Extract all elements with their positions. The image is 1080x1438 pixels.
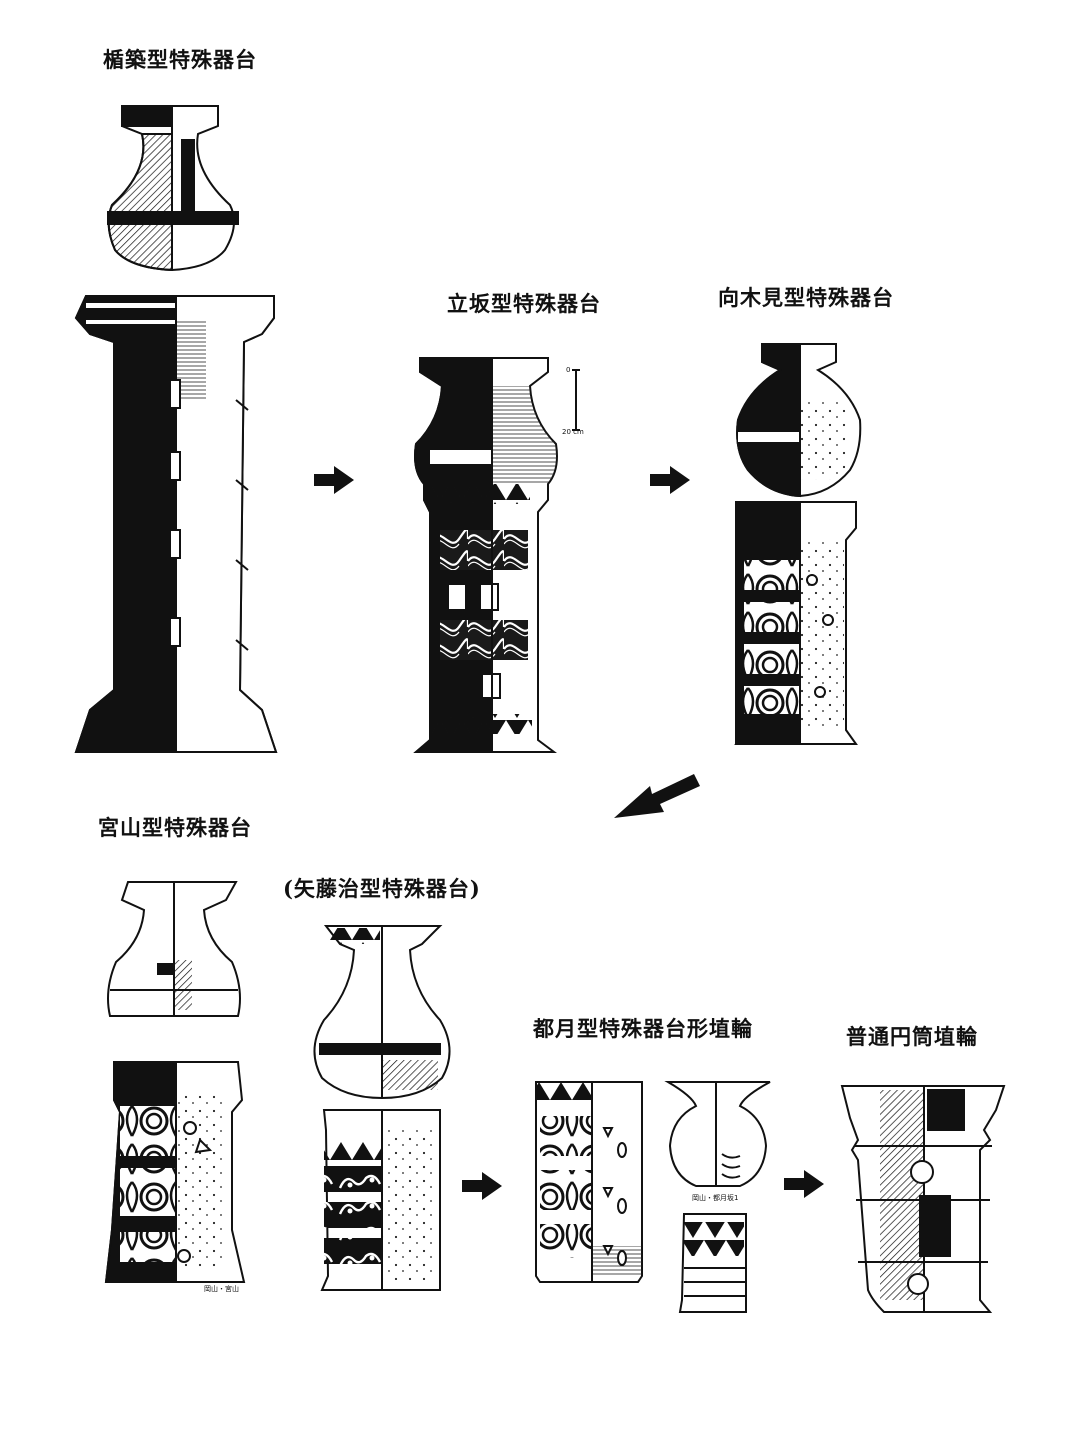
vessel-totsuki-jar xyxy=(664,1081,771,1187)
label-futsu: 普通円筒埴輪 xyxy=(846,1024,978,1049)
vessel-miyayama-jar xyxy=(107,881,241,1017)
arrow-down-left-icon xyxy=(614,774,700,818)
vessel-yafuji-stand xyxy=(320,1109,441,1291)
vessel-tatetsuki-stand xyxy=(74,295,278,753)
vessel-mukogimi-stand xyxy=(734,501,858,745)
vessel-totsuki-stand xyxy=(535,1081,643,1283)
label-miyayama: 宮山型特殊器台 xyxy=(98,815,252,840)
vessel-mukogimi-jar xyxy=(736,343,862,498)
scale-bottom-label: 20 cm xyxy=(562,428,584,436)
vessel-totsuki-cylinder xyxy=(678,1213,747,1313)
vessel-yafuji-jar xyxy=(313,925,451,1100)
caption-miyayama-site: 岡山・宮山 xyxy=(204,1285,239,1293)
arrow-right-icon xyxy=(650,466,690,494)
caption-totsuki-site: 岡山・都月坂1 xyxy=(692,1194,739,1202)
arrow-right-icon xyxy=(314,466,354,494)
label-yafuji: (矢藤治型特殊器台) xyxy=(283,876,481,901)
vessel-tatesaka xyxy=(413,357,580,753)
label-totsuki: 都月型特殊器台形埴輪 xyxy=(533,1016,753,1041)
vessel-tatetsuki-jar xyxy=(107,105,239,272)
label-tatetsuki: 楯築型特殊器台 xyxy=(103,47,257,72)
arrow-right-icon xyxy=(462,1172,502,1200)
vessel-futsu xyxy=(840,1085,1006,1313)
vessel-miyayama-stand xyxy=(104,1061,246,1283)
label-mukogimi: 向木見型特殊器台 xyxy=(718,285,894,310)
arrow-right-icon xyxy=(784,1170,824,1198)
scale-top-label: 0 xyxy=(566,366,571,374)
label-tatesaka: 立坂型特殊器台 xyxy=(447,291,601,316)
